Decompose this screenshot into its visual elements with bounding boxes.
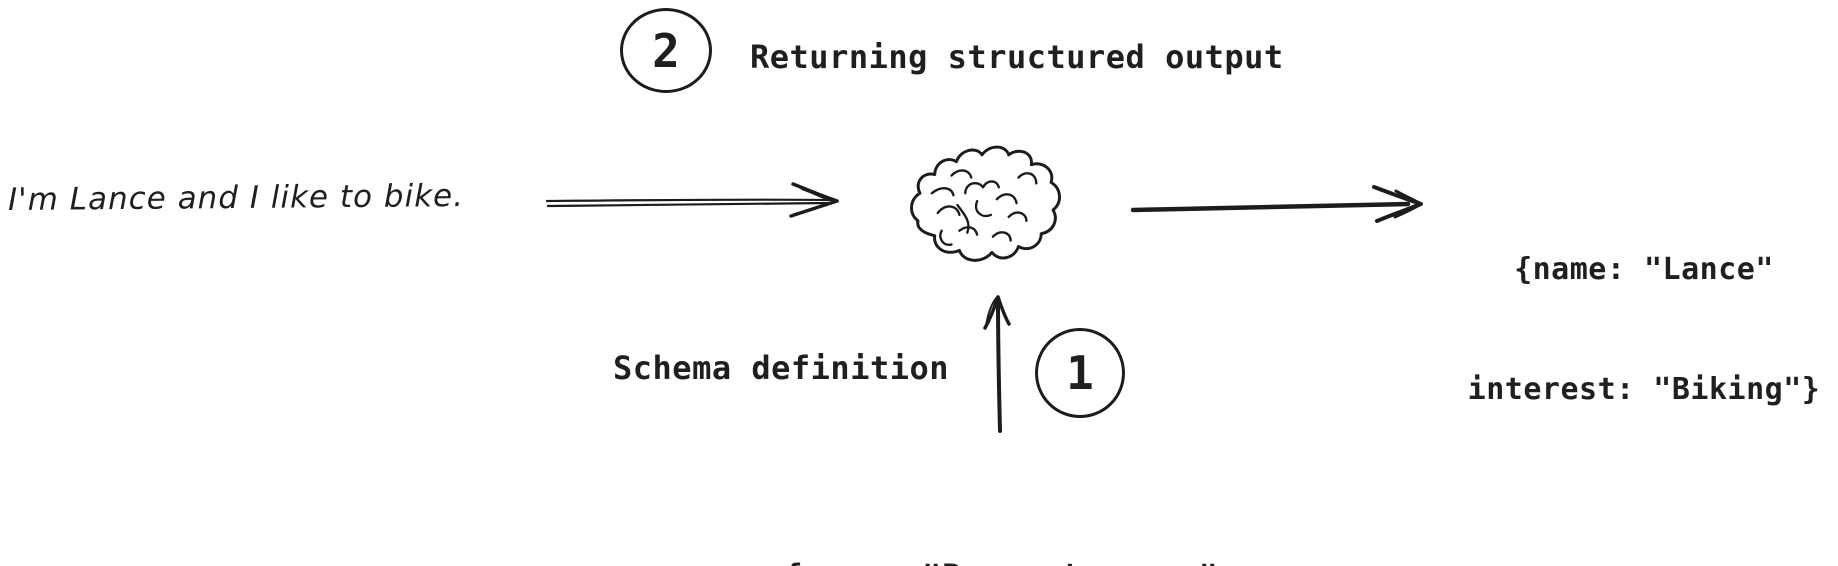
structured-output-line2: interest: "Biking"} <box>1467 372 1821 407</box>
structured-output-line1: {name: "Lance" <box>1514 252 1774 287</box>
schema-definition-label: Schema definition <box>613 349 950 387</box>
step-1-number: 1 <box>1066 346 1094 400</box>
step-2-badge: 2 <box>620 8 712 93</box>
arrow-right-input-icon <box>545 182 839 218</box>
structured-output-text: {name: "Lance" interest: "Biking"} <box>1444 170 1838 490</box>
arrow-right-output-icon <box>1130 185 1423 223</box>
step-1-badge: 1 <box>1035 328 1125 418</box>
schema-text: {name: "Person's name" interest: "Person… <box>701 476 1301 566</box>
arrow-up-schema-icon <box>983 295 1011 433</box>
step-2-number: 2 <box>652 23 680 78</box>
step-2-label: Returning structured output <box>750 38 1284 76</box>
schema-line1: {name: "Person's name" <box>701 556 1301 566</box>
brain-icon <box>910 145 1061 262</box>
